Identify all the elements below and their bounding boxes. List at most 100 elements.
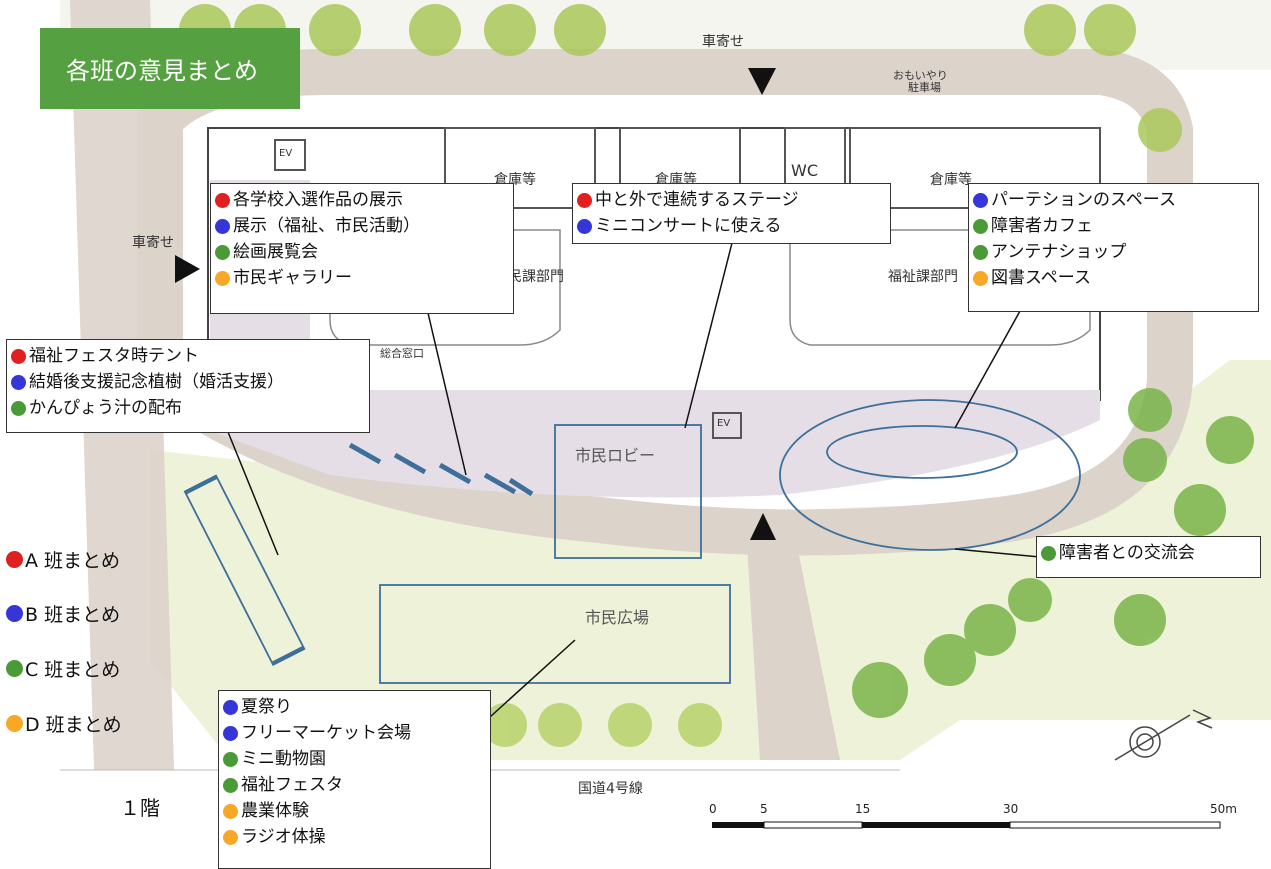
scale-tick-0: 0 <box>709 802 717 816</box>
callout-item-text: かんぴょう汁の配布 <box>29 398 182 418</box>
callout-item: 絵画展覧会 <box>215 239 509 265</box>
group-dot-icon <box>1041 545 1056 561</box>
callout-item: かんぴょう汁の配布 <box>11 395 365 421</box>
group-dot-icon <box>577 218 592 234</box>
group-dot-icon <box>223 751 238 767</box>
legend-text: B 班まとめ <box>25 604 121 626</box>
plaza-highlight <box>379 584 731 684</box>
leader-lines <box>227 242 1041 718</box>
legend-dot-icon <box>6 551 23 568</box>
legend-dot-icon <box>6 715 23 732</box>
group-dot-icon <box>973 244 988 260</box>
callout-item: ミニ動物園 <box>223 746 486 772</box>
scale-bar <box>712 821 1221 829</box>
label-lobby: 市民ロビー <box>575 446 656 465</box>
label-plaza: 市民広場 <box>585 608 650 627</box>
callout-item: 障害者との交流会 <box>1041 540 1256 566</box>
legend-dot-icon <box>6 605 23 622</box>
legend-b: B 班まとめ <box>6 600 120 627</box>
partition-highlight <box>826 425 1018 479</box>
page-title-text: 各班の意見まとめ <box>66 57 258 85</box>
scale-tick-5: 5 <box>760 802 768 816</box>
group-dot-icon <box>223 803 238 819</box>
label-civic-dept: 民課部門 <box>508 269 564 285</box>
callout-exhibition: 各学校入選作品の展示展示（福祉、市民活動） 絵画展覧会市民ギャラリー <box>210 183 514 314</box>
legend-text: A 班まとめ <box>25 550 121 572</box>
callout-item: 展示（福祉、市民活動） <box>215 213 509 239</box>
callout-item-text: 福祉フェスタ時テント <box>29 346 199 366</box>
callout-item: ラジオ体操 <box>223 824 486 850</box>
callout-item-text: 障害者カフェ <box>991 216 1093 236</box>
legend-dot-icon <box>6 660 23 677</box>
callout-item-text: 市民ギャラリー <box>233 268 352 288</box>
label-omoiyari: おもいやり <box>893 69 948 82</box>
group-dot-icon <box>973 192 988 208</box>
label-wc: WC <box>791 161 818 180</box>
callout-item: アンテナショップ <box>973 239 1254 265</box>
callout-item: フリーマーケット会場 <box>223 720 486 746</box>
callout-item: 福祉フェスタ <box>223 772 486 798</box>
ev-shaft-1 <box>274 139 306 171</box>
callout-item: 障害者カフェ <box>973 213 1254 239</box>
callout-item: 夏祭り <box>223 694 486 720</box>
callout-item-text: ミニコンサートに使える <box>595 216 782 236</box>
label-warehouse-3: 倉庫等 <box>930 172 972 188</box>
callout-partition: パーテションのスペース障害者カフェアンテナショップ図書スペース <box>968 183 1259 312</box>
warehouse-room-1 <box>444 127 596 209</box>
callout-item-text: 中と外で連続するステージ <box>595 190 799 210</box>
lobby-area <box>208 390 1100 498</box>
callout-item: 各学校入選作品の展示 <box>215 187 509 213</box>
callout-item: 結婚後支援記念植樹（婚活支援） <box>11 369 365 395</box>
callout-item: 農業体験 <box>223 798 486 824</box>
callout-item-text: パーテションのスペース <box>991 190 1176 210</box>
label-road: 国道4号線 <box>578 781 643 797</box>
group-dot-icon <box>223 777 238 793</box>
label-dropoff-top: 車寄せ <box>702 34 744 50</box>
path-center <box>745 510 840 760</box>
callout-item: 市民ギャラリー <box>215 265 509 291</box>
callout-item-text: アンテナショップ <box>991 242 1127 262</box>
callout-item-text: 絵画展覧会 <box>233 242 318 262</box>
group-dot-icon <box>215 192 230 208</box>
legend-a: A 班まとめ <box>6 546 120 573</box>
callout-item-text: ラジオ体操 <box>241 827 326 847</box>
callout-item: パーテションのスペース <box>973 187 1254 213</box>
exchange-highlight <box>779 399 1081 551</box>
group-dot-icon <box>223 725 238 741</box>
callout-item: 図書スペース <box>973 265 1254 291</box>
trees-right <box>852 388 1254 718</box>
group-dot-icon <box>215 244 230 260</box>
scale-tick-50m: 50m <box>1210 802 1237 816</box>
callout-item-text: 各学校入選作品の展示 <box>233 190 403 210</box>
ev-shaft-2 <box>712 412 742 439</box>
callout-item-text: 図書スペース <box>991 268 1091 288</box>
tent-dashes <box>348 442 534 497</box>
group-dot-icon <box>577 192 592 208</box>
label-parking: 駐車場 <box>908 81 941 94</box>
callout-item: 福祉フェスタ時テント <box>11 343 365 369</box>
group-dot-icon <box>11 400 26 416</box>
entrance-arrow-bottom <box>750 513 776 540</box>
scale-tick-30: 30 <box>1003 802 1019 816</box>
driveway-ring <box>137 49 1193 556</box>
callout-item: ミニコンサートに使える <box>577 213 886 239</box>
callout-item-text: 障害者との交流会 <box>1059 543 1195 563</box>
group-dot-icon <box>223 699 238 715</box>
callout-exchange: 障害者との交流会 <box>1036 536 1261 578</box>
tree-strip-highlight <box>183 474 306 667</box>
scale-tick-15: 15 <box>855 802 871 816</box>
entrance-arrow-left <box>175 255 200 283</box>
page-title: 各班の意見まとめ <box>40 28 300 109</box>
lobby-highlight <box>554 424 702 559</box>
compass-icon <box>1114 709 1213 761</box>
callout-item-text: 福祉フェスタ <box>241 775 343 795</box>
label-ev-2: EV <box>717 418 731 429</box>
label-general-counter: 総合窓口 <box>380 347 424 360</box>
group-dot-icon <box>11 348 26 364</box>
label-dropoff-left: 車寄せ <box>132 235 174 251</box>
legend-d: D 班まとめ <box>6 710 122 737</box>
entrance-arrow-top <box>748 68 776 95</box>
group-dot-icon <box>973 218 988 234</box>
group-dot-icon <box>215 270 230 286</box>
